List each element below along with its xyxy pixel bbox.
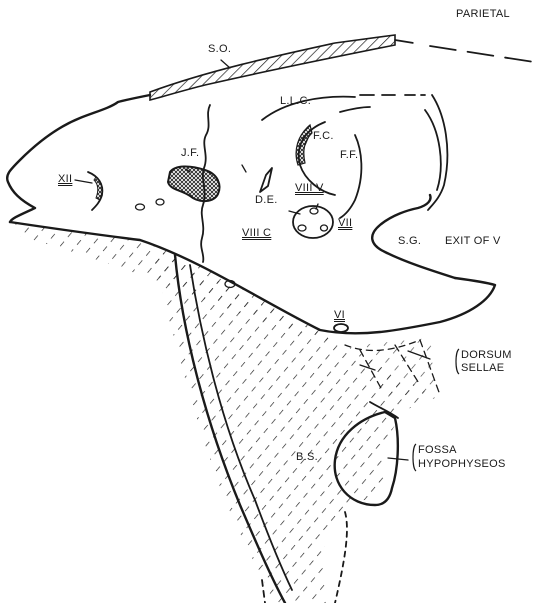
label-llc: L.L.C. [280, 96, 311, 107]
endolymphatic-duct [260, 168, 272, 192]
label-jugular-foramen: J.F. [181, 148, 199, 159]
label-viii-c: VIII C [242, 228, 271, 239]
label-vii: VII [338, 218, 352, 229]
label-ff: F.F. [340, 150, 358, 161]
internal-auditory-meatus [293, 206, 333, 238]
small-foramen-2 [156, 199, 164, 205]
label-viii-v: VIII V [295, 183, 324, 194]
label-sg: S.G. [398, 236, 421, 247]
outline-upper [7, 95, 150, 222]
label-xii: XII [58, 174, 72, 185]
fc-crosshatch [296, 125, 312, 165]
label-superior-orbital: S.O. [208, 44, 231, 55]
label-exit-v: EXIT OF V [445, 236, 501, 247]
label-bs: B.S. [296, 452, 318, 463]
label-hypophyseos: HYPOPHYSEOS [418, 459, 506, 470]
label-fossa: FOSSA [418, 445, 457, 456]
label-de: D.E. [255, 195, 278, 206]
superior-orbital-strip [150, 35, 395, 100]
vi-foramen [334, 324, 348, 332]
small-foramen-1 [136, 204, 145, 210]
basisphenoid-body [150, 245, 435, 603]
jugular-foramen [168, 166, 219, 201]
label-dorsum: DORSUM [461, 350, 512, 361]
xii-crosshatch [94, 177, 102, 200]
label-vi: VI [334, 310, 345, 321]
label-fc: F.C. [313, 131, 334, 142]
label-sellae: SELLAE [461, 363, 504, 374]
label-parietal: PARIETAL [456, 9, 510, 20]
